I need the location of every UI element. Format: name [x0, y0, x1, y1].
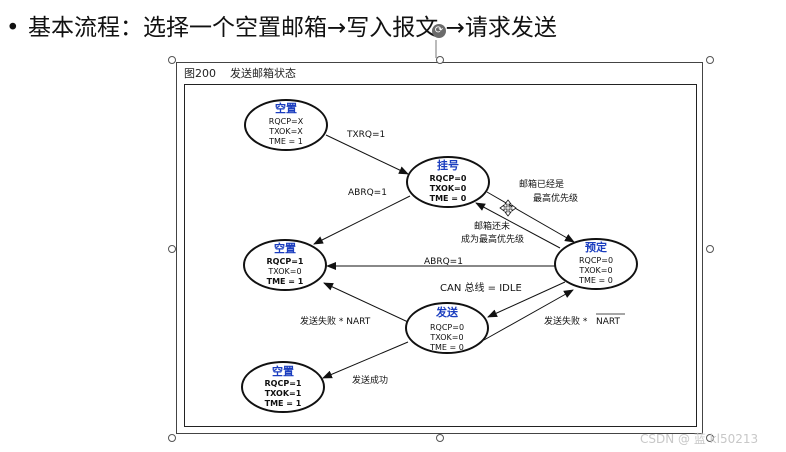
- state-line: RQCP=1: [265, 379, 302, 388]
- label-fail-nart-right-prefix: 发送失败 *: [544, 315, 588, 327]
- state-line: TME = 1: [268, 137, 303, 146]
- state-line: RQCP=0: [430, 174, 467, 183]
- rotate-handle-icon[interactable]: ⟳: [432, 24, 446, 38]
- arrow-success: [322, 341, 409, 379]
- state-line: TME = 1: [267, 277, 304, 286]
- state-transmit: 发送 RQCP=0 TXOK=0 TME = 0: [405, 302, 489, 354]
- resize-handle-nw[interactable]: [168, 56, 176, 64]
- state-pending: 挂号 RQCP=0 TXOK=0 TME = 0: [406, 156, 490, 208]
- resize-handle-w[interactable]: [168, 245, 176, 253]
- heading-text: 基本流程：选择一个空置邮箱→写入报文 →请求发送: [28, 15, 557, 41]
- resize-handle-sw[interactable]: [168, 434, 176, 442]
- state-line: RQCP=0: [430, 323, 464, 332]
- state-line: RQCP=X: [269, 117, 304, 126]
- label-abrq-scheduled: ABRQ=1: [424, 257, 463, 267]
- arrow-highest-priority: [486, 191, 575, 243]
- state-line: TME = 0: [578, 276, 613, 285]
- state-line: RQCP=0: [579, 256, 613, 265]
- resize-handle-e[interactable]: [706, 245, 714, 253]
- state-title: 发送: [435, 305, 459, 319]
- state-title: 挂号: [437, 158, 459, 172]
- transition-arrows: [313, 134, 575, 379]
- move-cursor-icon: [499, 199, 517, 217]
- label-highest-2: 最高优先级: [533, 192, 578, 204]
- state-title: 空置: [274, 241, 296, 255]
- figure-title: 发送邮箱状态: [230, 67, 296, 80]
- resize-handle-se[interactable]: [706, 434, 714, 442]
- watermark: CSDN @ 蓝 kl50213: [640, 432, 759, 446]
- arrow-not-highest: [475, 202, 561, 249]
- state-line: TXOK=0: [429, 333, 463, 342]
- label-not-highest-1: 邮箱还未: [474, 220, 510, 232]
- state-line: RQCP=1: [267, 257, 304, 266]
- label-success: 发送成功: [352, 374, 388, 386]
- state-line: TME = 0: [429, 343, 464, 352]
- state-title: 空置: [275, 101, 297, 115]
- arrow-txrq: [325, 134, 409, 175]
- state-empty-top: 空置 RQCP=X TXOK=X TME = 1: [244, 99, 328, 151]
- figure-number: 图200: [184, 67, 216, 80]
- state-line: TME = 1: [265, 399, 302, 408]
- resize-handle-n[interactable]: [436, 56, 444, 64]
- state-line: TXOK=0: [578, 266, 612, 275]
- diagram-border: [184, 84, 697, 427]
- state-line: TXOK=1: [265, 389, 302, 398]
- resize-handle-ne[interactable]: [706, 56, 714, 64]
- label-highest-1: 邮箱已经是: [519, 178, 564, 190]
- transition-labels: TXRQ=1 ABRQ=1 邮箱已经是 最高优先级 邮箱还未 成为最高优先级 A…: [300, 130, 625, 386]
- label-not-highest-2: 成为最高优先级: [461, 233, 524, 245]
- state-empty-bottom: 空置 RQCP=1 TXOK=1 TME = 1: [241, 361, 325, 413]
- state-line: TXOK=0: [430, 184, 467, 193]
- label-abrq-pending: ABRQ=1: [348, 188, 387, 198]
- state-title: 预定: [585, 240, 607, 254]
- state-line: TME = 0: [430, 194, 467, 203]
- label-can-idle: CAN 总线 = IDLE: [440, 281, 522, 294]
- arrow-can-idle: [487, 281, 566, 318]
- state-line: TXOK=X: [268, 127, 303, 136]
- label-fail-nart-left: 发送失败 * NART: [300, 315, 371, 327]
- state-scheduled: 预定 RQCP=0 TXOK=0 TME = 0: [554, 238, 638, 290]
- resize-handle-s[interactable]: [436, 434, 444, 442]
- figure-caption: 图200 发送邮箱状态: [184, 65, 296, 81]
- state-line: TXOK=0: [267, 267, 301, 276]
- state-empty-mid: 空置 RQCP=1 TXOK=0 TME = 1: [243, 239, 327, 291]
- label-fail-nart-right-overlined: NART: [596, 317, 620, 327]
- bullet-heading: • 基本流程：选择一个空置邮箱→写入报文 →请求发送: [6, 8, 557, 42]
- label-txrq: TXRQ=1: [346, 130, 385, 140]
- state-title: 空置: [272, 364, 294, 378]
- arrow-fail-nart-right: [483, 289, 574, 341]
- arrow-abrq-pending: [313, 195, 411, 245]
- arrow-fail-nart-left: [323, 282, 409, 323]
- bullet-dot: •: [6, 15, 20, 41]
